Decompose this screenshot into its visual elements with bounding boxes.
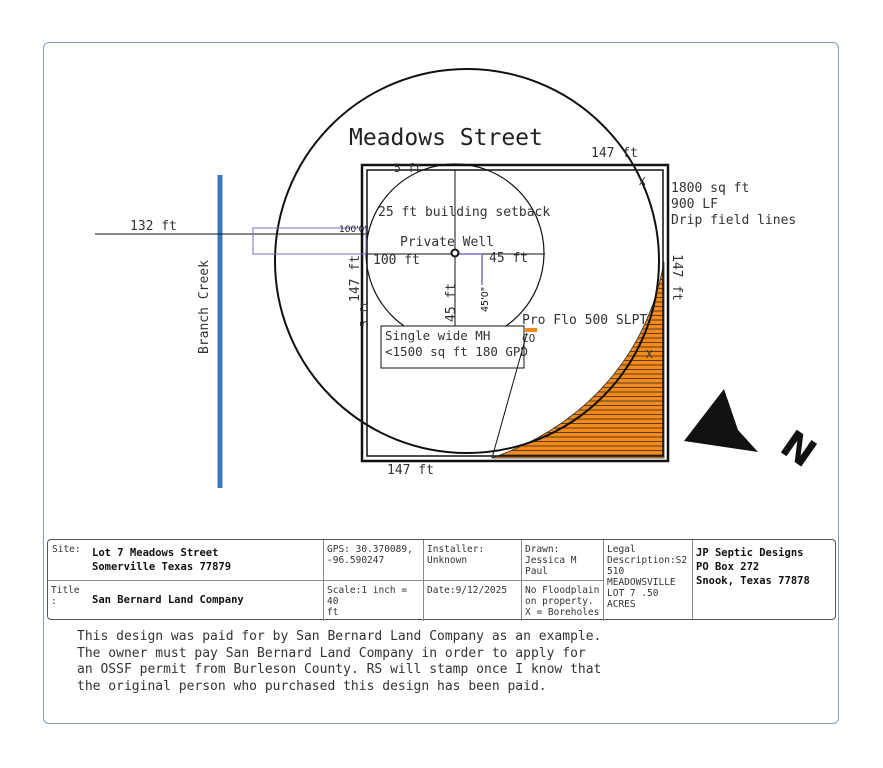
date-cell: Date:9/12/2025 [424, 580, 522, 621]
private-well [450, 248, 460, 258]
dim-100: 100 ft [373, 253, 420, 268]
installer-value: Installer: Unknown [427, 544, 485, 566]
site-cell: Site: Lot 7 Meadows Street Somerville Te… [48, 540, 324, 580]
drawing-frame [43, 42, 839, 724]
setback-label: 25 ft building setback [378, 205, 550, 220]
site-line-2: Somerville Texas 77879 [92, 561, 232, 573]
dim-45-v: 45 ft [444, 283, 459, 322]
legal-cell: Legal Description:S2 510 MEADOWSVILLE LO… [604, 540, 693, 619]
date-value: Date:9/12/2025 [427, 585, 508, 596]
drip-label-3: Drip field lines [671, 213, 796, 228]
setback-circle-large [274, 68, 660, 454]
house-label-1: Single wide MH [385, 328, 490, 343]
marker-45: 45'0" [480, 287, 491, 312]
marker-100: 100'0" [339, 225, 369, 235]
note-line-4: the original person who purchased this d… [77, 678, 547, 694]
co-label: CO [522, 332, 535, 345]
title-label: Title : [51, 585, 80, 607]
gps-cell: GPS: 30.370089, -96.590247 [324, 540, 424, 580]
title-block: Site: Lot 7 Meadows Street Somerville Te… [47, 539, 836, 621]
company-address: PO Box 272 [696, 561, 760, 573]
dim-bottom: 147 ft [387, 463, 434, 478]
dim-right: 147 ft [669, 254, 684, 301]
design-note: This design was paid for by San Bernard … [77, 629, 797, 695]
site-line-1: Lot 7 Meadows Street [92, 547, 219, 559]
dim-top: 147 ft [591, 146, 638, 161]
house-box [380, 325, 525, 369]
company-city: Snook, Texas 77878 [696, 575, 810, 587]
drip-label-2: 900 LF [671, 197, 718, 212]
dim-5ft: 5 ft [394, 161, 422, 175]
company-name: JP Septic Designs [696, 547, 804, 559]
property-boundary [360, 163, 670, 463]
note-line-3: an OSSF permit from Burleson County. RS … [77, 662, 602, 677]
creek-label: Branch Creek [197, 260, 212, 354]
drawn-value: Drawn: Jessica M Paul [525, 544, 577, 577]
floodplain-value: No Floodplain on property. X = Boreholes [525, 585, 600, 618]
site-label: Site: [52, 544, 81, 555]
street-name: Meadows Street [349, 125, 543, 151]
marker-100-box [252, 227, 367, 255]
house-label-2: <1500 sq ft 180 GPD [385, 344, 528, 359]
scale-value: Scale:1 inch = 40 ft [327, 585, 408, 618]
well-label: Private Well [400, 235, 494, 250]
title-value: San Bernard Land Company [92, 594, 244, 606]
property-boundary-inner [366, 169, 664, 457]
floodplain-cell: No Floodplain on property. X = Boreholes [522, 580, 604, 621]
tank-label: Pro Flo 500 SLPT [522, 313, 647, 328]
note-line-1: This design was paid for by San Bernard … [77, 629, 602, 644]
dim-left: 147 ft [348, 255, 363, 302]
drawn-cell: Drawn: Jessica M Paul [522, 540, 604, 580]
drip-label-1: 1800 sq ft [671, 181, 749, 196]
scale-cell: Scale:1 inch = 40 ft [324, 580, 424, 621]
borehole-top: X [639, 175, 646, 188]
installer-cell: Installer: Unknown [424, 540, 522, 580]
dim-creek: 132 ft [130, 219, 177, 234]
north-letter-icon: N [773, 422, 824, 476]
borehole-right: X [646, 348, 653, 361]
legal-value: Legal Description:S2 510 MEADOWSVILLE LO… [607, 544, 688, 610]
dim-45-h: 45 ft [489, 251, 528, 266]
title-cell: Title : San Bernard Land Company [48, 580, 324, 621]
gps-value: GPS: 30.370089, -96.590247 [327, 544, 413, 566]
dim-5ft-left: 5 ft [358, 301, 371, 328]
tank-marker [525, 328, 537, 332]
sewer-line [491, 332, 528, 459]
north-arrow-icon [684, 389, 758, 452]
note-line-2: The owner must pay San Bernard Land Comp… [77, 645, 586, 661]
company-cell: JP Septic Designs PO Box 272 Snook, Texa… [693, 540, 835, 619]
